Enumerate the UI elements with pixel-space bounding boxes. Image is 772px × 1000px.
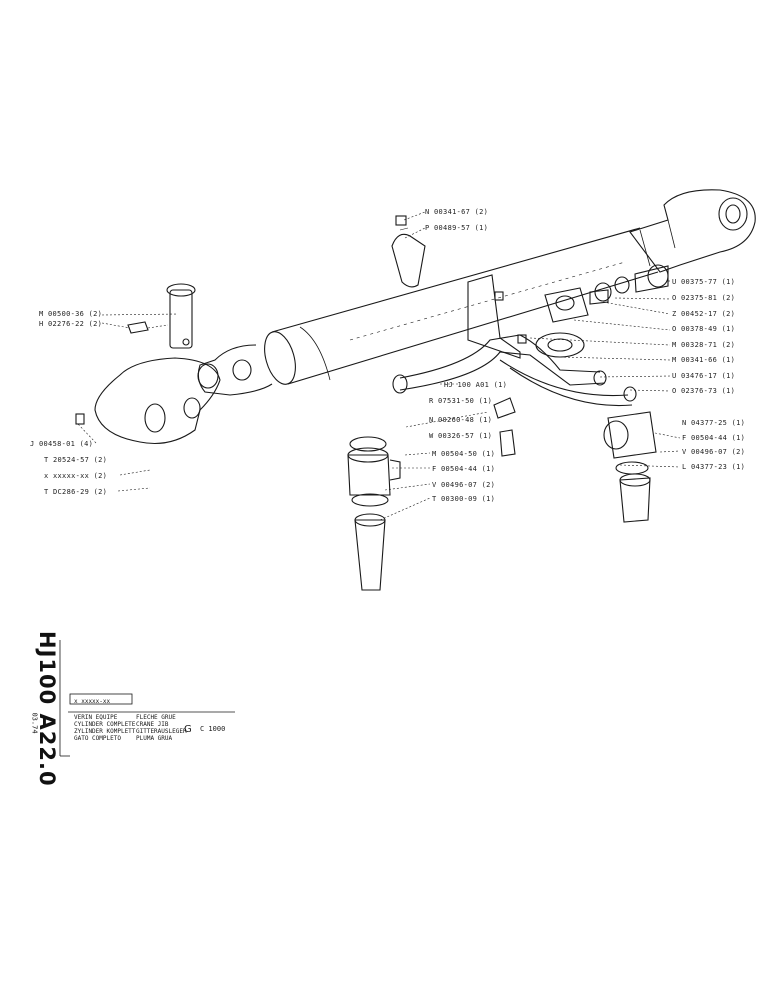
- callout-xxxxx: x xxxxx-xx (2): [44, 472, 108, 480]
- callout-seal-l: V 00496-07 (2): [432, 481, 496, 489]
- callout-screw-2: M 00341-66 (1): [672, 356, 736, 364]
- callout-clamp-plate: P 00489-57 (1): [425, 224, 489, 232]
- connector-block-right: [603, 411, 657, 523]
- callout-flange-l: F 00504-44 (1): [432, 465, 496, 473]
- assembly-desc-en: CYLINDER COMPLETE: [74, 721, 136, 728]
- drawing-number: HJ100 A22.0: [35, 631, 59, 787]
- callout-adapter-r: L 04377-23 (1): [682, 463, 746, 471]
- callout-grease: J 00458-01 (4): [30, 440, 94, 448]
- assembly-desc-fr: VERIN EQUIPE: [74, 714, 118, 721]
- assembly-description: VERIN EQUIPE CYLINDER COMPLETE ZYLINDER …: [74, 714, 135, 742]
- group-desc-en: CRANE JIB: [136, 721, 169, 728]
- mounting-bracket: [467, 274, 527, 359]
- connector-block-left: [347, 436, 401, 591]
- callout-union: U 03476-17 (1): [672, 372, 736, 380]
- callout-fitting: U 00375-77 (1): [672, 278, 736, 286]
- pipe-clamp: [391, 215, 426, 288]
- callout-bolt: H 02276-22 (2): [39, 320, 103, 328]
- group-description: FLECHE GRUE CRANE JIB GITTERAUSLEGER PLU…: [136, 714, 187, 742]
- title-block-frame: [59, 640, 235, 757]
- hydraulic-pipes: [392, 334, 637, 407]
- callout-washer: W 00326-57 (1): [429, 432, 493, 440]
- group-desc-fr: FLECHE GRUE: [136, 714, 176, 721]
- assembly-desc-es: GATO COMPLETO: [74, 735, 121, 742]
- small-clamp: [493, 397, 516, 457]
- group-desc-de: GITTERAUSLEGER: [136, 728, 187, 735]
- pivot-pin: [166, 283, 196, 349]
- callout-nut: N 00341-67 (2): [425, 208, 489, 216]
- valve-block: [535, 264, 669, 358]
- group-code: G: [184, 724, 192, 735]
- callout-oring-2: O 00378-49 (1): [672, 325, 736, 333]
- cylinder-base-clevis: [94, 344, 273, 445]
- callout-pipe: R 07531-50 (1): [429, 397, 493, 405]
- callout-screw-1: M 00328-71 (2): [672, 341, 736, 349]
- hydraulic-cylinder-barrel: [264, 227, 659, 385]
- drawing-date: 03.74: [30, 712, 39, 734]
- rod-end-eye: [629, 189, 756, 273]
- callout-seal-r: V 00496-07 (2): [682, 448, 746, 456]
- assembly-desc-de: ZYLINDER KOMPLETT: [74, 728, 136, 735]
- callout-nut-2: N 00260-48 (1): [429, 416, 493, 424]
- grease-nipple: [75, 413, 85, 425]
- callout-ring: Z 00452-17 (2): [672, 310, 736, 318]
- lock-bolt: [127, 321, 169, 334]
- callout-leaders: [77, 211, 681, 521]
- callout-flange-r: F 00504-44 (1): [682, 434, 746, 442]
- callout-oring-1: O 02375-81 (2): [672, 294, 736, 302]
- callout-cylinder: HJ 100 A01 (1): [444, 381, 508, 389]
- callout-nipple-r: N 04377-25 (1): [682, 419, 746, 427]
- callout-tube-l: T 00300-09 (1): [432, 495, 496, 503]
- title-block-ref: x xxxxx-xx: [74, 698, 111, 705]
- callout-oring-3: O 02376-73 (1): [672, 387, 736, 395]
- group-desc-es: PLUMA GRUA: [136, 735, 173, 742]
- callout-t20524: T 20524-57 (2): [44, 456, 108, 464]
- callout-dc286: T DC286-29 (2): [44, 488, 108, 496]
- callout-screw-l: M 00504-50 (1): [432, 450, 496, 458]
- machine-model: C 1000: [200, 725, 226, 733]
- callout-pin: M 00500-36 (2): [39, 310, 103, 318]
